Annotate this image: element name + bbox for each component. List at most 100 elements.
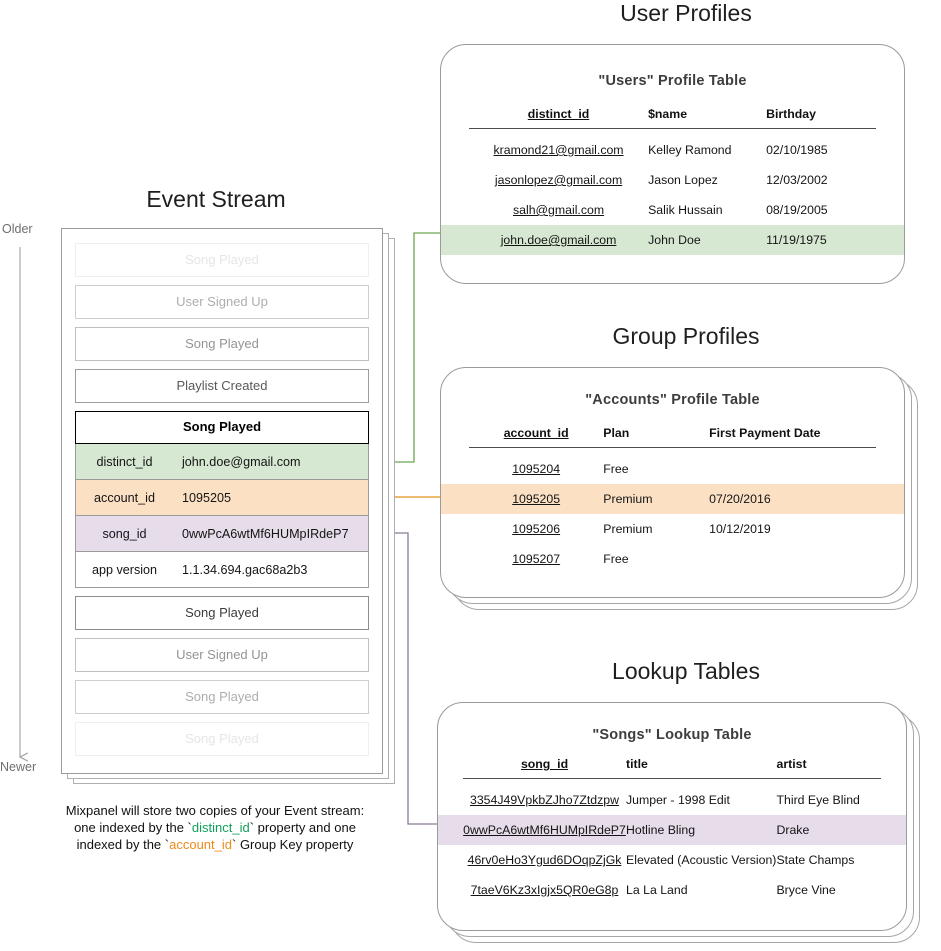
column-header: Plan	[603, 426, 630, 440]
table-cell: 1095204	[469, 454, 603, 484]
table-cell: 1095207	[469, 544, 603, 574]
table-cell: Drake	[776, 823, 810, 837]
table-row[interactable]: 7taeV6Kz3xIgjx5QR0eG8p La La Land Bryce Vi…	[463, 875, 881, 905]
table-cell: John Doe	[648, 233, 701, 247]
table-cell: State Champs	[776, 853, 855, 867]
axis-label-older: Older	[2, 222, 33, 236]
table-cell: Kelley Ramond	[648, 143, 732, 157]
event-row[interactable]: Song Played	[75, 327, 369, 361]
table-cell	[709, 544, 876, 574]
event-row[interactable]: Song Played	[75, 722, 369, 756]
stream-caption: Mixpanel will store two copies of your E…	[20, 802, 410, 853]
caption-line-1: Mixpanel will store two copies of your E…	[65, 803, 365, 818]
table-cell: Jason Lopez	[648, 173, 718, 187]
table-cell: 08/19/2005	[766, 203, 828, 217]
event-property-key: distinct_id	[96, 454, 153, 469]
table-cell: 1095205	[469, 484, 603, 514]
primary-key-value: 1095207	[512, 552, 561, 566]
table-cell: Hotline Bling	[626, 823, 696, 837]
primary-key-value: 0wwPcA6wtMf6HUMpIRdeP7	[463, 823, 626, 837]
expanded-event-properties: distinct_id john.doe@gmail.com account_id 1…	[75, 444, 369, 588]
event-property-key: account_id	[94, 490, 155, 505]
table-cell: jasonlopez@gmail.com	[469, 165, 648, 195]
primary-key-value: 1095206	[512, 522, 561, 536]
primary-key-value: 7taeV6Kz3xIgjx5QR0eG8p	[470, 883, 619, 897]
event-property-key: app version	[91, 562, 158, 577]
table-cell: Free	[603, 462, 629, 476]
table-cell: 10/12/2019	[709, 522, 771, 536]
primary-key-value: kramond21@gmail.com	[493, 143, 624, 157]
event-row[interactable]: Song Played	[75, 680, 369, 714]
table-row[interactable]: 1095206 Premium 10/12/2019	[469, 514, 876, 544]
table-row[interactable]: 1095204 Free	[469, 454, 876, 484]
event-property-value: john.doe@gmail.com	[182, 454, 301, 469]
table-cell: kramond21@gmail.com	[469, 135, 648, 165]
table-cell: 1095206	[469, 514, 603, 544]
table-cell: Premium	[603, 522, 653, 536]
axis-label-newer: Newer	[0, 760, 37, 774]
table-cell: 3354J49VpkbZJho7Ztdzpw	[463, 785, 626, 815]
lookup-tables-title: Lookup Tables	[612, 658, 760, 684]
primary-key-value: 46rv0eHo3Ygud6DOqpZjGk	[467, 853, 622, 867]
column-header: artist	[776, 757, 807, 771]
table-cell: Free	[603, 552, 629, 566]
event-row[interactable]: User Signed Up	[75, 638, 369, 672]
expanded-event-name: Song Played	[75, 411, 369, 444]
event-row[interactable]: User Signed Up	[75, 285, 369, 319]
primary-key-value: 3354J49VpkbZJho7Ztdzpw	[469, 793, 620, 807]
primary-key-value: john.doe@gmail.com	[500, 233, 617, 247]
users-table-title: "Users" Profile Table	[598, 73, 747, 89]
primary-key-value: 1095204	[512, 462, 561, 476]
primary-key-value: jasonlopez@gmail.com	[494, 173, 623, 187]
table-cell: La La Land	[626, 883, 688, 897]
column-header: song_id	[520, 757, 569, 771]
caption-line-2-post: ` property and one	[249, 820, 356, 835]
table-cell: Third Eye Blind	[776, 793, 860, 807]
table-row[interactable]: 1095207 Free	[469, 544, 876, 574]
table-cell: 12/03/2002	[766, 173, 828, 187]
column-header: Birthday	[766, 107, 816, 121]
column-header: account_id	[503, 426, 569, 440]
event-row[interactable]: Playlist Created	[75, 369, 369, 403]
event-row[interactable]: Song Played	[75, 243, 369, 277]
caption-line-3-post: ` Group Key property	[232, 837, 354, 852]
accounts-table-title: "Accounts" Profile Table	[585, 392, 760, 408]
table-cell: 0wwPcA6wtMf6HUMpIRdeP7	[463, 815, 626, 845]
group-profiles-title: Group Profiles	[612, 323, 760, 349]
column-header: distinct_id	[527, 107, 590, 121]
table-cell: Elevated (Acoustic Version)	[626, 853, 777, 867]
event-property-value: 1.1.34.694.gac68a2b3	[182, 562, 308, 577]
event-property-value: 1095205	[182, 490, 232, 505]
expanded-event-card[interactable]: Song Played distinct_id john.doe@gmail.co…	[75, 411, 369, 588]
table-cell: Bryce Vine	[776, 883, 836, 897]
table-row[interactable]: jasonlopez@gmail.com Jason Lopez 12/03/200…	[469, 165, 876, 195]
caption-line-3-pre: indexed by the `	[76, 837, 170, 852]
event-row[interactable]: Song Played	[75, 596, 369, 630]
table-cell: john.doe@gmail.com	[469, 225, 648, 255]
table-row[interactable]: 46rv0eHo3Ygud6DOqpZjGk Elevated (Acoustic…	[463, 845, 881, 875]
songs-table-title: "Songs" Lookup Table	[592, 727, 752, 743]
